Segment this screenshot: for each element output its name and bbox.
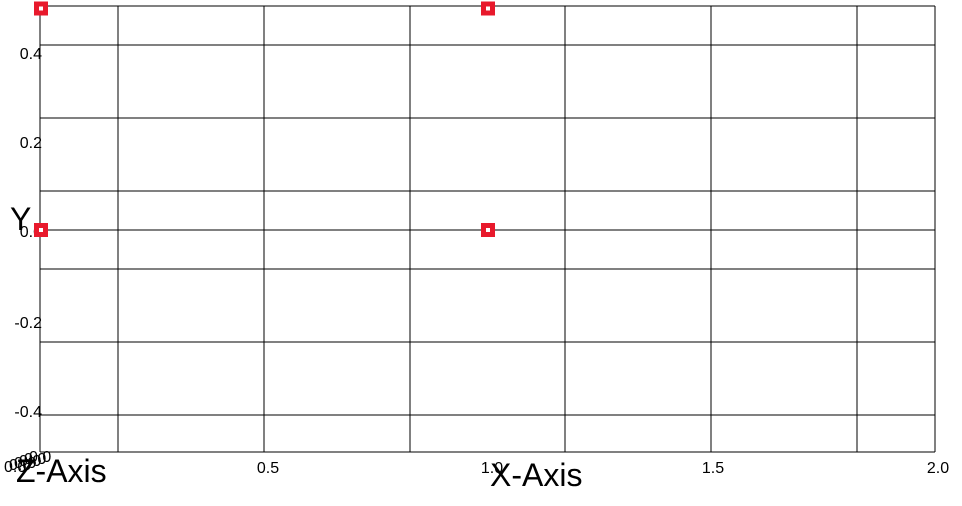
scatter-markers — [34, 1, 495, 237]
z-tick-label: 0.0 — [9, 457, 31, 474]
data-point-2 — [34, 223, 48, 237]
y-axis-title: Y — [10, 201, 31, 237]
data-point-marker-center — [39, 6, 43, 11]
y-tick-label: -0.2 — [14, 315, 42, 332]
x-tick-label: 0.5 — [257, 460, 279, 477]
x-tick-label: 1.0 — [481, 460, 503, 477]
x-tick-labels: 0.5 1.0 1.5 2.0 — [257, 460, 949, 477]
y-tick-label: 0.4 — [20, 46, 42, 63]
data-point-marker-center — [486, 6, 490, 11]
z-tick-label: 0.0 — [14, 455, 36, 472]
z-axis-title: Z-Axis — [16, 453, 107, 489]
x-tick-label: 1.5 — [702, 460, 724, 477]
x-axis-title: X-Axis — [490, 457, 582, 493]
z-tick-label: 0.0 — [24, 451, 46, 468]
x-tick-label: 2.0 — [927, 460, 949, 477]
data-point-0 — [34, 1, 48, 16]
y-tick-label: 0.2 — [20, 135, 42, 152]
vertical-grid-lines — [39, 6, 936, 452]
data-point-1 — [481, 1, 495, 16]
z-axis-overlapping-ticks: 0.0 0.0 0.0 0.0 0.0 0.0 — [4, 449, 51, 476]
z-tick-label: 0.0 — [4, 459, 26, 476]
y-tick-label: -0.4 — [14, 404, 42, 421]
data-point-marker-center — [486, 228, 490, 232]
data-point-3 — [481, 223, 495, 237]
z-tick-label: 0.0 — [19, 453, 41, 470]
data-point-marker-center — [39, 228, 43, 232]
z-tick-label: 0.0 — [29, 449, 51, 466]
